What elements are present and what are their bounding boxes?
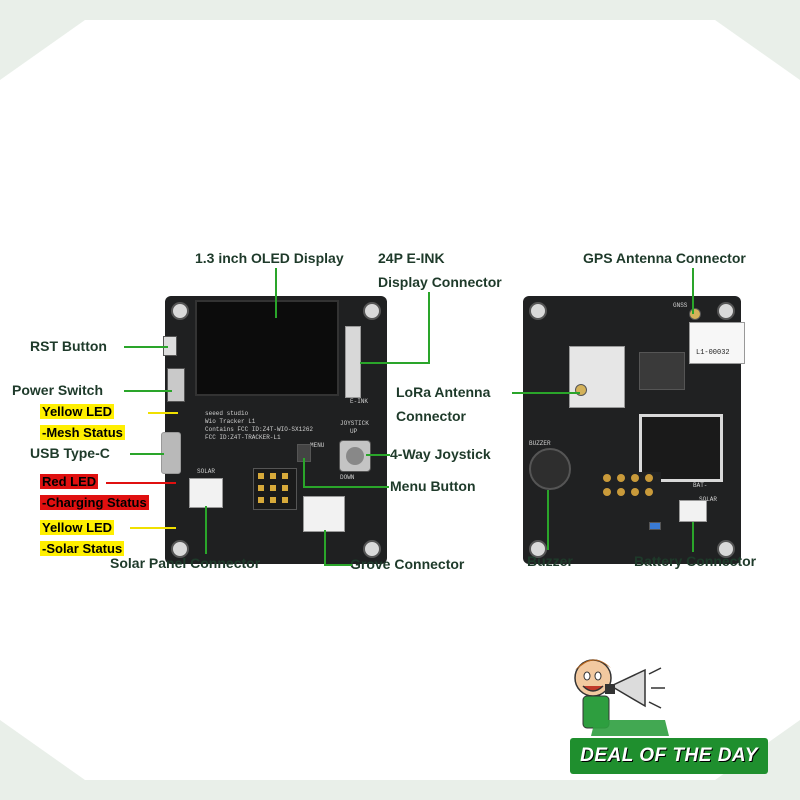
label-grove-connector: Grove Connector <box>350 556 465 572</box>
silk-joystick: JOYSTICK <box>340 420 369 427</box>
silk-bat: BAT- <box>693 482 708 489</box>
mounting-hole <box>529 540 547 558</box>
mascot-illustration <box>574 659 669 736</box>
label-charging-status: -Charging Status <box>40 494 149 511</box>
shield-can <box>639 414 723 482</box>
silk-brand: seeed studio <box>205 410 249 417</box>
mounting-hole <box>717 540 735 558</box>
lora-module <box>569 346 625 408</box>
lora-antenna-connector <box>575 384 587 396</box>
label-yellow-led-mesh-2: -Mesh Status <box>40 425 125 440</box>
silk-up: UP <box>350 428 358 435</box>
buzzer <box>529 448 571 490</box>
leader-line <box>205 506 207 554</box>
silk-down: DOWN <box>340 474 355 481</box>
back-board: GNSS L1-00032 BUZZER BAT- SOLAR <box>523 296 745 564</box>
mounting-hole <box>171 302 189 320</box>
battery-connector <box>679 500 707 522</box>
silk-model: Wio Tracker L1 <box>205 418 256 425</box>
gps-module <box>639 352 685 390</box>
label-eink-line1: 24P E-INK <box>378 250 445 266</box>
label-joystick: 4-Way Joystick <box>390 446 491 462</box>
silk-buzzer: BUZZER <box>529 440 551 447</box>
label-oled-display: 1.3 inch OLED Display <box>195 250 344 266</box>
label-menu-button: Menu Button <box>390 478 476 494</box>
leader-line <box>360 362 430 364</box>
silk-gnss: GNSS <box>673 302 688 309</box>
usb-c-port <box>161 432 181 474</box>
silk-menu: MENU <box>310 442 325 449</box>
leader-line <box>275 268 277 318</box>
silk-fcc2: FCC ID:Z4T-TRACKER-L1 <box>205 434 281 441</box>
grove-connector <box>303 496 345 532</box>
leader-line <box>130 453 164 455</box>
leader-line <box>124 346 168 348</box>
gold-pads <box>601 472 661 506</box>
mounting-hole <box>171 540 189 558</box>
header-pins <box>253 468 297 510</box>
leader-line <box>303 458 305 486</box>
label-lora-antenna-1: LoRa Antenna <box>396 384 491 400</box>
label-solar-panel-connector: Solar Panel Connector <box>110 555 261 571</box>
leader-line <box>124 390 172 392</box>
label-buzzer: Buzzer <box>527 553 573 569</box>
eink-connector <box>345 326 361 398</box>
power-switch <box>167 368 185 402</box>
leader-line <box>366 454 390 456</box>
leader-line <box>692 522 694 552</box>
front-board: E-INK seeed studio Wio Tracker L1 Contai… <box>161 296 387 564</box>
serial-number: L1-00032 <box>696 349 730 357</box>
leader-line <box>106 482 176 484</box>
mounting-hole <box>363 540 381 558</box>
blue-component <box>649 522 661 530</box>
label-yellow-led-solar-1: Yellow LED <box>40 520 115 535</box>
leader-line <box>547 490 549 550</box>
label-yellow-led-solar-2: -Solar Status <box>40 541 125 556</box>
silk-eink: E-INK <box>350 398 369 405</box>
serial-sticker: L1-00032 <box>689 322 745 364</box>
label-power-switch: Power Switch <box>12 382 104 398</box>
label-yellow-led-mesh-1: Yellow LED <box>40 404 115 419</box>
deal-of-the-day-badge: DEAL OF THE DAY <box>570 738 768 774</box>
mounting-hole <box>529 302 547 320</box>
label-lora-antenna-2: Connector <box>396 408 466 424</box>
joystick <box>339 440 371 472</box>
leader-line <box>324 564 352 566</box>
mounting-hole <box>363 302 381 320</box>
label-yellow-led-mesh: Yellow LED <box>40 403 115 420</box>
silk-fcc1: Contains FCC ID:Z4T-WIO-SX1262 <box>205 426 314 433</box>
label-red-led-1: Red LED <box>40 474 99 489</box>
mounting-hole <box>717 302 735 320</box>
silk-solar: SOLAR <box>197 468 216 475</box>
leader-line <box>428 292 430 362</box>
silk-solar-back: SOLAR <box>699 496 718 503</box>
oled-display <box>195 300 339 396</box>
label-rst-button: RST Button <box>30 338 107 354</box>
label-red-led-2: -Charging Status <box>40 495 149 510</box>
leader-line <box>130 527 176 529</box>
leader-line <box>692 268 694 314</box>
label-battery-connector: Battery Connector <box>634 553 757 569</box>
leader-line <box>512 392 580 394</box>
label-gps-antenna-connector: GPS Antenna Connector <box>583 250 746 266</box>
leader-line <box>303 486 389 488</box>
label-usb-type-c: USB Type-C <box>30 445 110 461</box>
leader-line <box>324 530 326 566</box>
solar-connector <box>189 478 223 508</box>
gps-antenna-connector <box>689 308 701 320</box>
leader-line <box>148 412 178 414</box>
label-solar-status: -Solar Status <box>40 540 125 557</box>
label-mesh-status: -Mesh Status <box>40 424 125 441</box>
label-red-led: Red LED <box>40 473 99 490</box>
label-eink-line2: Display Connector <box>378 274 502 290</box>
label-yellow-led-solar: Yellow LED <box>40 519 115 536</box>
